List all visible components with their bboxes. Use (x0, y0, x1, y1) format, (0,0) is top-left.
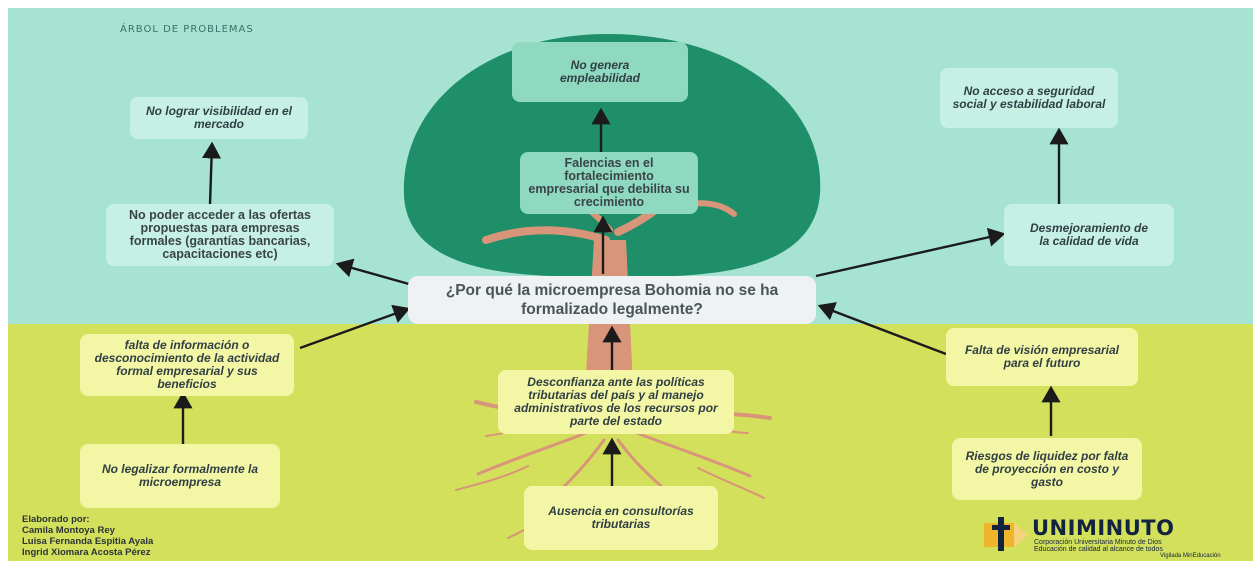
arrow-central-to-offers (335, 258, 417, 288)
cause-distrust: Desconfianza ante las políticas tributar… (498, 370, 734, 434)
logo-vigilada: Vigilada MinEducación (1160, 553, 1221, 559)
arrow-central-to-quality (815, 227, 1006, 278)
cause-liquidity-label: Riesgos de liquidez por falta de proyecc… (965, 448, 1129, 489)
effect-visibility-label: No lograr visibilidad en el mercado (145, 104, 293, 131)
effect-quality-of-life-label: Desmejoramiento de la calidad de vida (1029, 221, 1149, 248)
effect-offers-label: No poder acceder a las ofertas propuesta… (128, 208, 312, 261)
logo-subtitle: Corporación Universitaria Minuto de Dios (1034, 539, 1162, 546)
credits: Elaborado por: Camila Montoya Rey Luisa … (22, 514, 153, 558)
effect-weakness-label: Falencias en el fortalecimiento empresar… (528, 156, 690, 209)
uniminuto-logo: UNIMINUTO Corporación Universitaria Minu… (984, 513, 1246, 559)
arrow-vision-to-central (817, 302, 947, 356)
cause-distrust-label: Desconfianza ante las políticas tributar… (514, 375, 718, 428)
cause-not-legalize: No legalizar formalmente la microempresa (80, 444, 280, 508)
central-problem-label: ¿Por qué la microempresa Bohomia no se h… (445, 282, 779, 318)
cause-lack-info: falta de información o desconocimiento d… (80, 334, 294, 396)
effect-offers: No poder acceder a las ofertas propuesta… (106, 204, 334, 266)
cause-liquidity: Riesgos de liquidez por falta de proyecc… (952, 438, 1142, 500)
arrow-offers-to-visibility (201, 141, 222, 205)
credits-author: Ingrid Xiomara Acosta Pérez (22, 547, 151, 558)
logo-slogan: Educación de calidad al alcance de todos (1034, 546, 1163, 553)
arrows (173, 107, 1069, 486)
logo-name: UNIMINUTO (1032, 516, 1175, 540)
problem-tree-diagram: ÁRBOL DE PROBLEMAS No lograr visibilidad… (8, 8, 1253, 561)
effect-employability-label: No genera empleabilidad (559, 58, 641, 85)
uniminuto-emblem-icon (984, 517, 1028, 551)
cause-vision: Falta de visión empresarial para el futu… (946, 328, 1138, 386)
effect-visibility: No lograr visibilidad en el mercado (130, 97, 308, 139)
credits-author: Luisa Fernanda Espitia Ayala (22, 536, 154, 547)
effect-quality-of-life: Desmejoramiento de la calidad de vida (1004, 204, 1174, 266)
effect-employability: No genera empleabilidad (512, 42, 688, 102)
effect-social-security: No acceso a seguridad social y estabilid… (940, 68, 1118, 128)
credits-label: Elaborado por: (22, 514, 90, 525)
cause-lack-info-label: falta de información o desconocimiento d… (94, 338, 280, 391)
cause-vision-label: Falta de visión empresarial para el futu… (964, 343, 1120, 370)
diagram-title: ÁRBOL DE PROBLEMAS (120, 24, 254, 35)
effect-social-security-label: No acceso a seguridad social y estabilid… (952, 84, 1106, 111)
cause-no-consulting: Ausencia en consultorías tributarias (524, 486, 718, 550)
effect-weakness: Falencias en el fortalecimiento empresar… (520, 152, 698, 214)
credits-author: Camila Montoya Rey (22, 525, 115, 536)
cause-not-legalize-label: No legalizar formalmente la microempresa (101, 462, 259, 489)
cause-no-consulting-label: Ausencia en consultorías tributarias (548, 504, 694, 531)
arrow-lackinfo-to-central (299, 304, 411, 350)
central-problem: ¿Por qué la microempresa Bohomia no se h… (408, 276, 816, 324)
